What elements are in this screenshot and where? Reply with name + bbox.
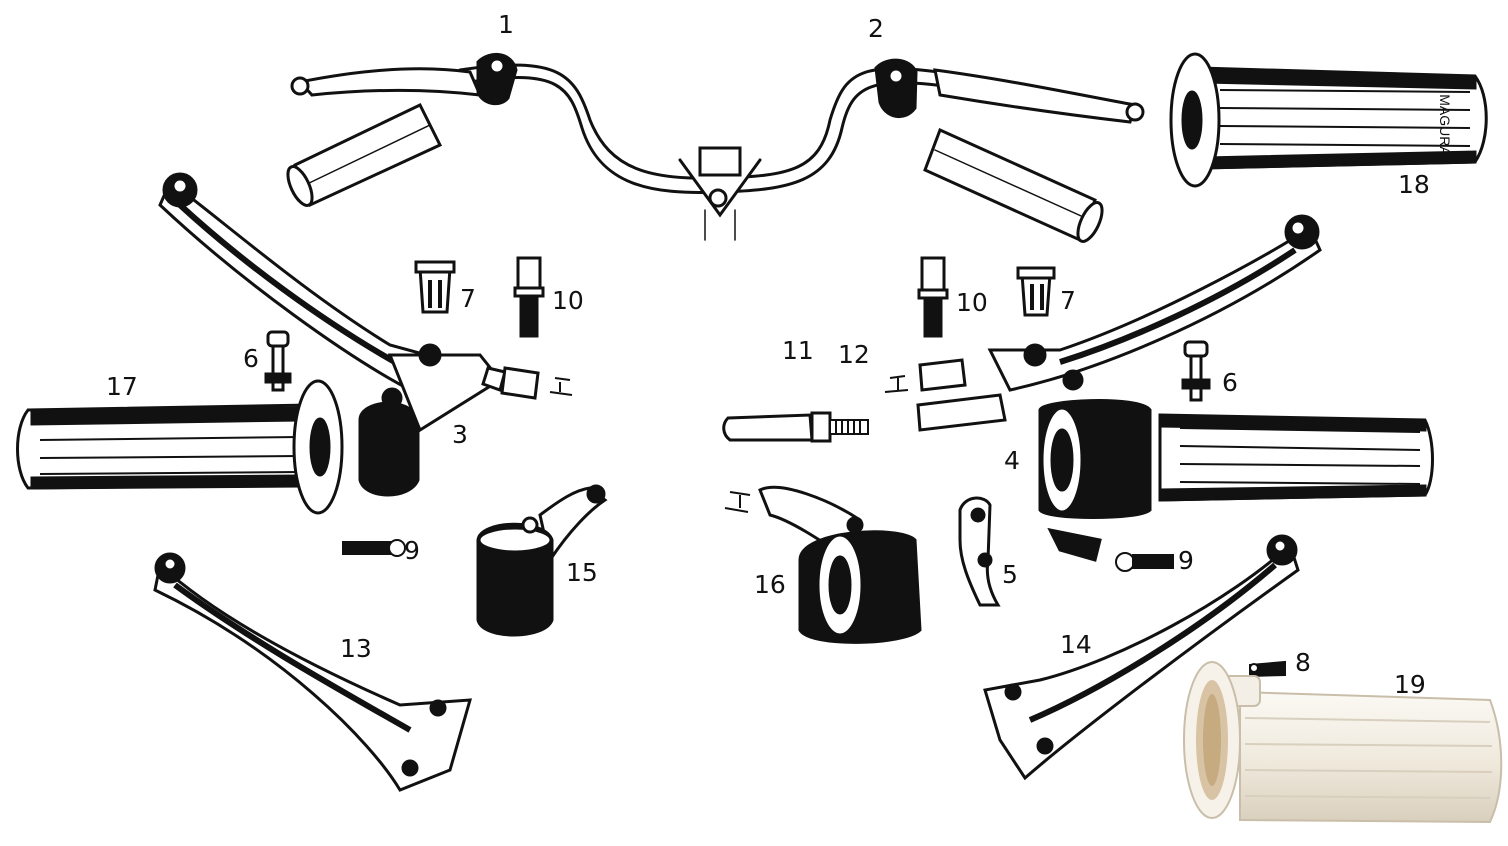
label-part-1: 1 — [498, 10, 514, 39]
part-4-right-lever-clamp — [884, 214, 1434, 562]
right-mounted-grip — [923, 127, 1097, 243]
part-9-right-screw — [1115, 552, 1174, 572]
part-15-left-clamp — [476, 484, 608, 637]
part-9-left-screw — [342, 539, 406, 557]
part-7-right-fitting — [1016, 266, 1056, 317]
label-part-2: 2 — [868, 14, 884, 43]
label-part-18: 18 — [1398, 170, 1430, 199]
label-part-3: 3 — [452, 420, 468, 449]
part-5-small-bracket — [958, 496, 1001, 607]
handlebar-clamp — [678, 146, 762, 218]
label-part-13: 13 — [340, 634, 372, 663]
part-17-left-grip — [16, 379, 344, 515]
part-14-right-lever — [983, 534, 1300, 781]
label-part-6-left: 6 — [243, 344, 259, 373]
grip-brand-text: MAGURA — [1437, 94, 1453, 156]
part-10-right-adjuster — [917, 256, 949, 338]
label-part-11: 11 — [782, 336, 814, 365]
left-mounted-lever — [297, 67, 483, 97]
part-11-cable-adjuster — [722, 411, 832, 443]
label-part-15: 15 — [566, 558, 598, 587]
label-part-14: 14 — [1060, 630, 1092, 659]
label-part-7-right: 7 — [1060, 286, 1076, 315]
label-part-9-right: 9 — [1178, 546, 1194, 575]
part-3-left-lever-clamp — [158, 172, 573, 497]
label-part-16: 16 — [754, 570, 786, 599]
switch-1 — [476, 53, 518, 106]
part-12-threaded-end — [829, 419, 869, 435]
part-8-small-clip — [1249, 660, 1286, 678]
part-6-right-bolt — [1181, 340, 1211, 402]
label-part-10-right: 10 — [956, 288, 988, 317]
label-part-6-right: 6 — [1222, 368, 1238, 397]
label-part-9-left: 9 — [404, 536, 420, 565]
label-part-4: 4 — [1004, 446, 1020, 475]
part-19-throttle-tube — [1183, 661, 1503, 824]
label-part-7-left: 7 — [460, 284, 476, 313]
handlebar-assembly — [286, 53, 1145, 243]
label-part-17: 17 — [106, 372, 138, 401]
label-part-10-left: 10 — [552, 286, 584, 315]
part-16-center-clamp — [724, 485, 922, 644]
right-mounted-lever — [933, 68, 1137, 124]
part-13-left-lever — [153, 552, 473, 792]
label-part-12: 12 — [838, 340, 870, 369]
part-18-right-grip: MAGURA — [1169, 52, 1488, 188]
part-10-left-adjuster — [513, 256, 545, 338]
label-part-8: 8 — [1295, 648, 1311, 677]
part-7-left-fitting — [414, 260, 456, 314]
part-6-left-bolt — [264, 330, 292, 392]
label-part-5: 5 — [1002, 560, 1018, 589]
label-part-19: 19 — [1394, 670, 1426, 699]
switch-2 — [874, 58, 918, 118]
